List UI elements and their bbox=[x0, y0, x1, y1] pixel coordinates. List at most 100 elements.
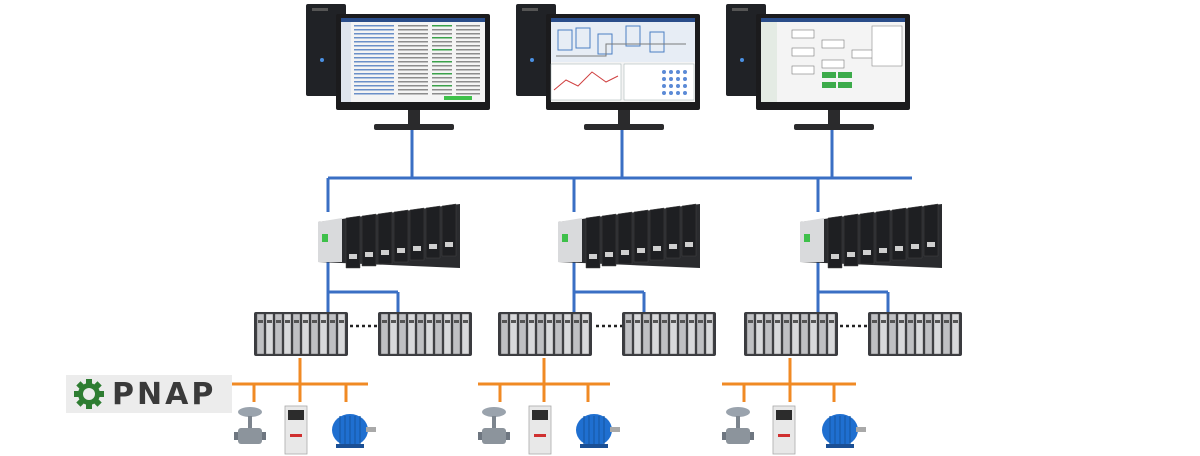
cpu-module bbox=[558, 218, 582, 262]
screen-row bbox=[398, 45, 428, 47]
indicator bbox=[683, 91, 687, 95]
screen-row bbox=[456, 25, 480, 27]
graphics-area bbox=[551, 22, 695, 62]
io-module bbox=[891, 207, 907, 261]
motor-foot bbox=[580, 444, 608, 448]
io-slot bbox=[416, 313, 425, 355]
screen-row bbox=[354, 29, 394, 31]
io-slot bbox=[328, 313, 337, 355]
io-terminal bbox=[680, 320, 685, 323]
io-terminal bbox=[409, 320, 414, 323]
screen-row bbox=[456, 29, 480, 31]
trend-panel bbox=[550, 63, 622, 101]
screen-row bbox=[354, 25, 394, 27]
valve-stem bbox=[248, 416, 252, 428]
screen-row bbox=[456, 41, 480, 43]
screen-row bbox=[456, 61, 480, 63]
screen-row bbox=[354, 65, 394, 67]
screen-row bbox=[432, 61, 452, 63]
logic-block bbox=[851, 49, 875, 59]
screen-titlebar bbox=[551, 18, 695, 22]
screen-row bbox=[456, 53, 480, 55]
io-slot bbox=[407, 313, 416, 355]
valve-actuator bbox=[482, 407, 506, 417]
io-slot bbox=[915, 313, 924, 355]
screen-row bbox=[432, 89, 452, 91]
io-module bbox=[681, 203, 697, 257]
io-slot bbox=[624, 313, 633, 355]
io-terminal bbox=[881, 320, 886, 323]
io-slot bbox=[443, 313, 452, 355]
screen-row bbox=[354, 37, 394, 39]
io-module bbox=[859, 211, 875, 265]
io-slot bbox=[951, 313, 960, 355]
io-terminal bbox=[267, 320, 272, 323]
io-slot bbox=[452, 313, 461, 355]
control-valve-icon bbox=[234, 407, 266, 444]
cpu-module bbox=[800, 218, 824, 262]
io-slot bbox=[933, 313, 942, 355]
indicator bbox=[683, 84, 687, 88]
io-terminal bbox=[953, 320, 958, 323]
io-terminal bbox=[574, 320, 579, 323]
io-module bbox=[345, 215, 361, 269]
logic-block bbox=[791, 29, 815, 39]
module-label bbox=[381, 250, 389, 255]
io-slot bbox=[425, 313, 434, 355]
io-module bbox=[377, 211, 393, 265]
io-terminal bbox=[565, 320, 570, 323]
tower-power-led bbox=[320, 58, 324, 62]
cpu-led bbox=[562, 234, 568, 242]
io-terminal bbox=[511, 320, 516, 323]
io-slot bbox=[678, 313, 687, 355]
io-terminal bbox=[802, 320, 807, 323]
io-terminal bbox=[671, 320, 676, 323]
controller-rack-1 bbox=[318, 203, 460, 269]
screen-row bbox=[354, 33, 394, 35]
valve-actuator bbox=[726, 407, 750, 417]
io-terminal bbox=[662, 320, 667, 323]
io-terminal bbox=[391, 320, 396, 323]
control-valve-icon bbox=[478, 407, 510, 444]
valve-flange bbox=[262, 432, 266, 440]
io-terminal bbox=[872, 320, 877, 323]
io-terminal bbox=[707, 320, 712, 323]
io-module-block-3 bbox=[498, 312, 592, 356]
io-terminal bbox=[766, 320, 771, 323]
io-slot bbox=[337, 313, 346, 355]
io-module bbox=[907, 205, 923, 259]
io-terminal bbox=[829, 320, 834, 323]
logic-block-active bbox=[838, 82, 852, 88]
io-slot bbox=[818, 313, 827, 355]
screen-row bbox=[354, 57, 394, 59]
io-terminal bbox=[944, 320, 949, 323]
module-label bbox=[911, 244, 919, 249]
screen-row bbox=[398, 41, 428, 43]
valve-flange bbox=[506, 432, 510, 440]
screen-row bbox=[456, 57, 480, 59]
screen-palette bbox=[761, 22, 777, 102]
io-terminal bbox=[757, 320, 762, 323]
screen-row bbox=[398, 69, 428, 71]
screen-row bbox=[398, 61, 428, 63]
io-terminal bbox=[538, 320, 543, 323]
indicator bbox=[662, 84, 666, 88]
drive-icon bbox=[284, 405, 308, 455]
gear-hole bbox=[83, 388, 95, 400]
screen-row bbox=[354, 49, 394, 51]
module-label bbox=[349, 254, 357, 259]
io-terminal bbox=[330, 320, 335, 323]
screen-row bbox=[398, 77, 428, 79]
logic-block bbox=[821, 39, 845, 49]
module-label bbox=[365, 252, 373, 257]
screen-row bbox=[456, 65, 480, 67]
motor-foot bbox=[826, 444, 854, 448]
io-terminal bbox=[556, 320, 561, 323]
screen-row bbox=[354, 81, 394, 83]
io-slot bbox=[782, 313, 791, 355]
monitor-base bbox=[374, 124, 454, 130]
properties-panel bbox=[871, 25, 903, 67]
screen-row bbox=[432, 25, 452, 27]
valve-flange bbox=[750, 432, 754, 440]
